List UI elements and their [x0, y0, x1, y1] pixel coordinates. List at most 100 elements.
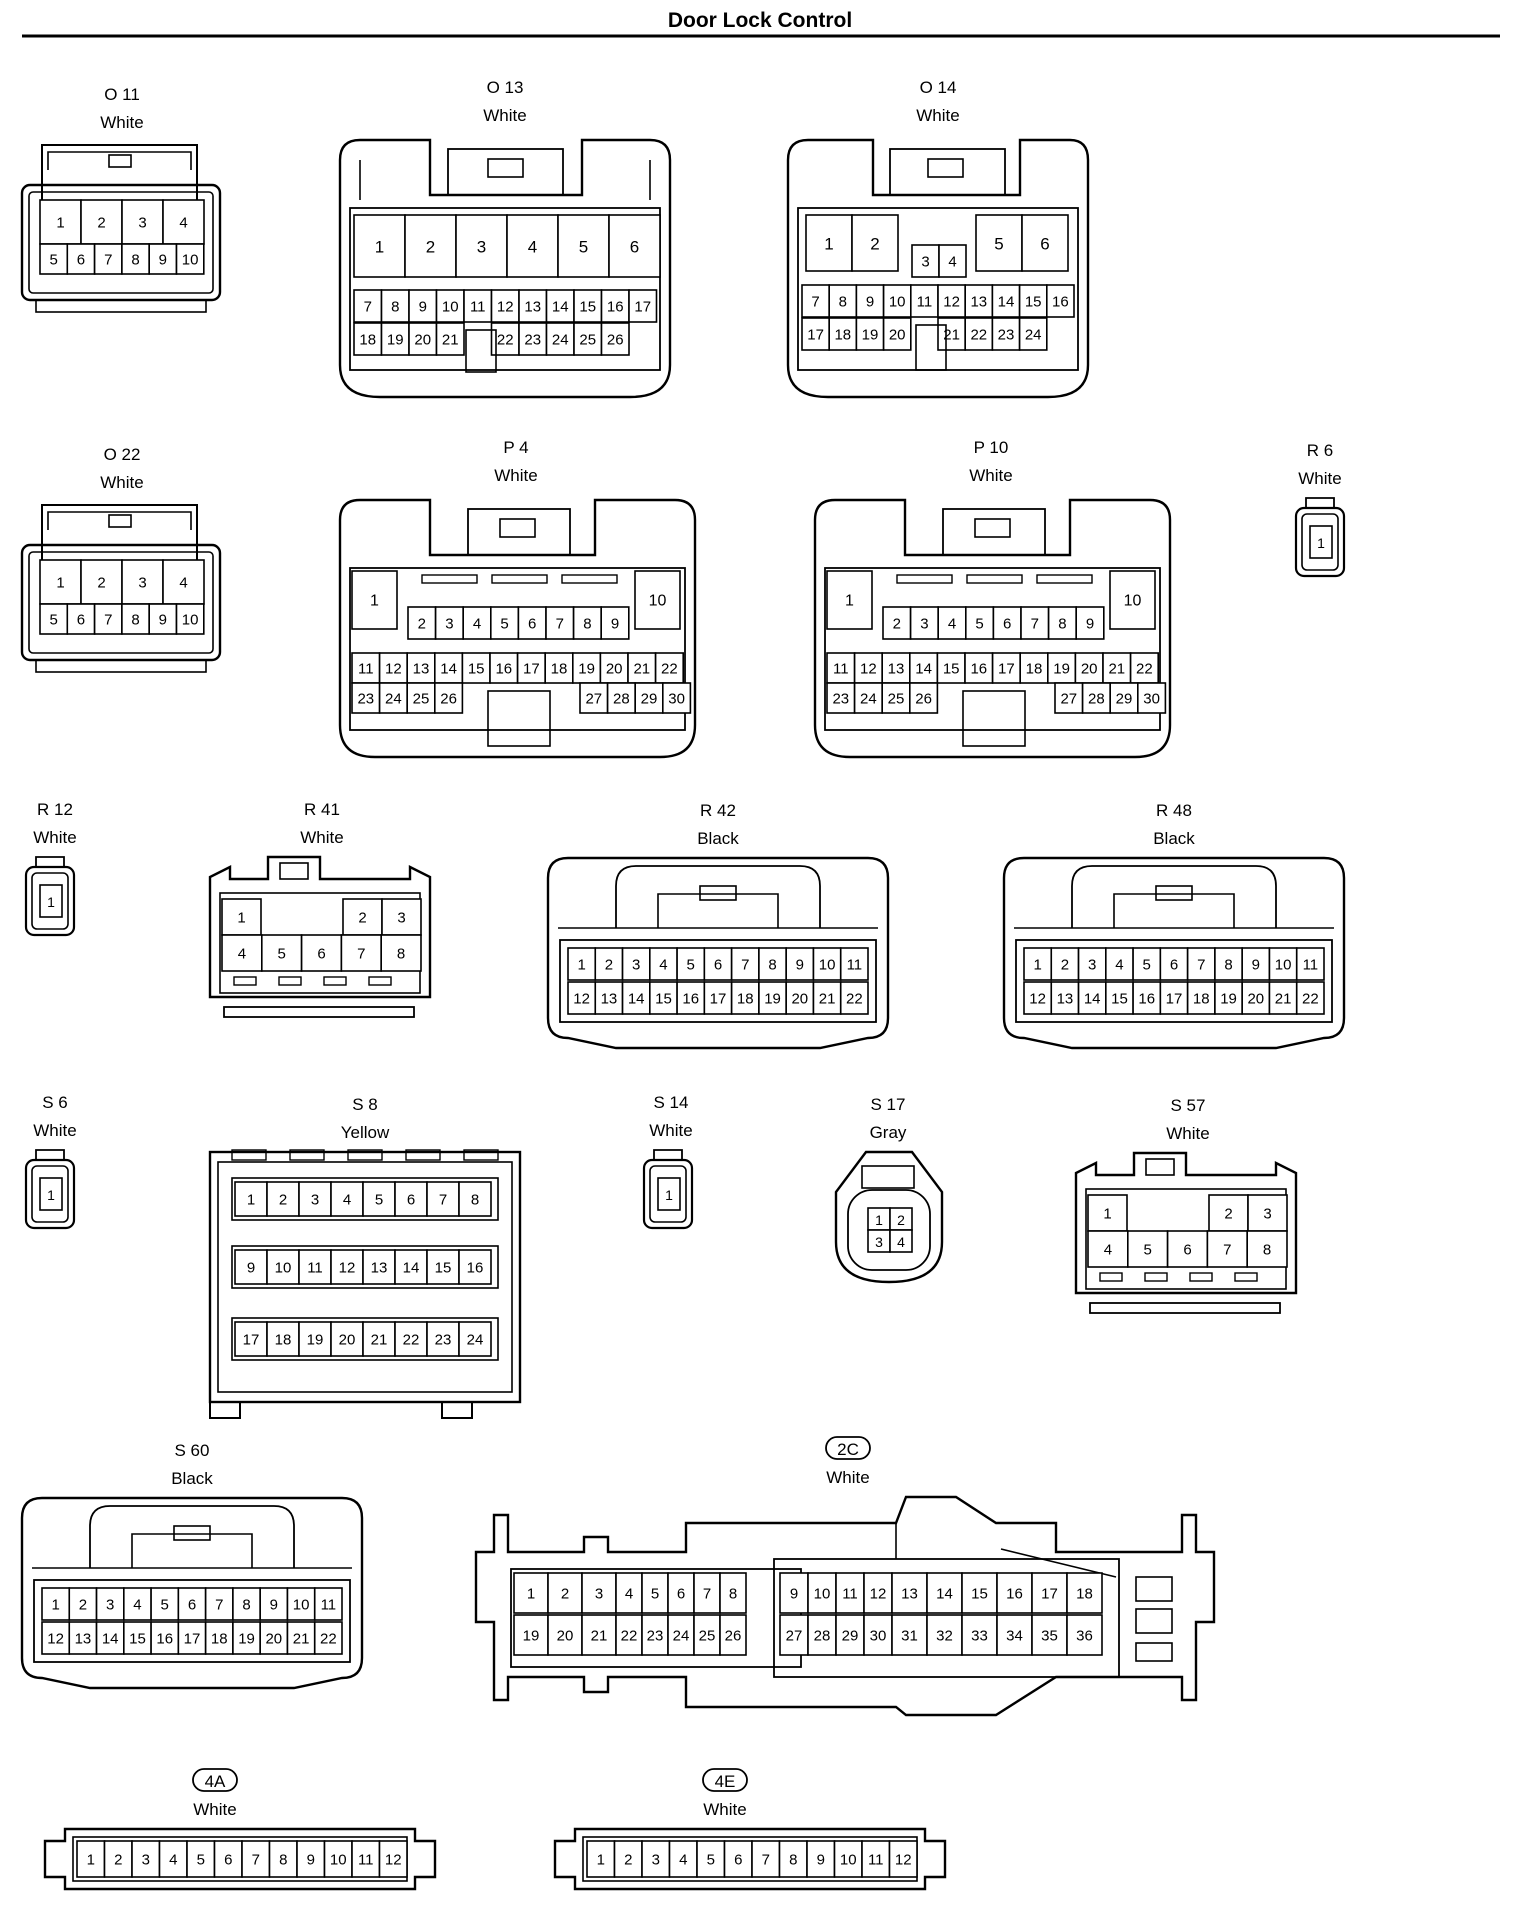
- pin-box: [1309, 525, 1333, 559]
- pin-box: [1109, 570, 1156, 630]
- pin-number: 6: [224, 1852, 232, 1869]
- connector-id: P 10: [974, 438, 1009, 457]
- pin-box: [1054, 682, 1084, 714]
- pin-number: 14: [1084, 991, 1101, 1008]
- pin-cell: 16: [1046, 284, 1075, 318]
- pin-number: 26: [725, 1628, 742, 1645]
- pin-cell: 12: [863, 1572, 893, 1614]
- pin-number: 18: [211, 1631, 228, 1648]
- pin-number: 19: [307, 1332, 324, 1349]
- pin-cell: 22: [1129, 652, 1159, 684]
- pin-box: [1081, 682, 1111, 714]
- shell-outline: [208, 855, 432, 999]
- pin-number: 33: [971, 1628, 988, 1645]
- pin-box: [641, 1572, 669, 1614]
- connector-color: White: [494, 466, 537, 485]
- shell-outline: [467, 508, 571, 556]
- pin-cell: 9: [785, 947, 815, 981]
- pin-box: [80, 559, 123, 605]
- shell-outline: [441, 1401, 473, 1419]
- shell-outline: [447, 148, 564, 196]
- pin-cell: 15: [961, 1572, 998, 1614]
- pin-number: 8: [839, 294, 847, 311]
- shell-outline: [31, 1165, 69, 1223]
- pin-box: [839, 981, 869, 1015]
- pin-box: [600, 289, 630, 323]
- pin-box: [657, 1177, 681, 1211]
- pin-box: [882, 606, 912, 640]
- pin-cell: 20: [408, 322, 438, 356]
- pin-cell: 12: [490, 289, 520, 323]
- connector-color: White: [100, 113, 143, 132]
- pin-cell: 8: [1214, 947, 1243, 981]
- pin-cell: 12: [567, 981, 597, 1015]
- connector-id: R 6: [1307, 441, 1333, 460]
- pin-number: 15: [971, 1586, 988, 1603]
- connector-id: S 60: [175, 1441, 210, 1460]
- pin-box: [889, 1229, 913, 1253]
- pin-number: 1: [1033, 957, 1041, 974]
- pin-number: 21: [371, 1332, 388, 1349]
- pin-number: 14: [915, 661, 932, 678]
- shell-outline: [824, 567, 1161, 731]
- pin-box: [148, 603, 178, 635]
- pin-number: 10: [330, 1852, 347, 1869]
- pin-cell: 9: [855, 284, 885, 318]
- pin-number: 2: [870, 235, 879, 254]
- pin-cell: 5: [150, 1587, 180, 1621]
- pin-cell: 4: [668, 1840, 698, 1878]
- pin-cell: 18: [1066, 1572, 1103, 1614]
- pin-box: [911, 244, 940, 278]
- pin-cell: 1: [586, 1840, 616, 1878]
- pin-box: [1137, 682, 1167, 714]
- pin-box: [353, 289, 383, 323]
- pin-number: 28: [613, 691, 630, 708]
- pin-cell: 10: [286, 1587, 316, 1621]
- pin-cell: 3: [434, 606, 465, 640]
- pin-number: 18: [551, 661, 568, 678]
- shell-outline: [173, 1525, 211, 1541]
- pin-number: 8: [1224, 957, 1232, 974]
- pin-box: [730, 947, 760, 981]
- pin-number: 20: [557, 1628, 574, 1645]
- connector-badge: [825, 1436, 871, 1460]
- pin-number: 8: [391, 299, 399, 316]
- pin-box: [627, 652, 657, 684]
- pin-box: [703, 981, 733, 1015]
- pin-cell: 7: [204, 1587, 234, 1621]
- pin-cell: 3: [381, 898, 422, 936]
- pin-number: 19: [238, 1631, 255, 1648]
- pin-cell: 2: [68, 1587, 98, 1621]
- pin-box: [1241, 981, 1271, 1015]
- pin-box: [232, 1621, 261, 1655]
- pin-box: [606, 682, 636, 714]
- connector-color: Yellow: [341, 1123, 390, 1142]
- pin-number: 29: [1116, 691, 1133, 708]
- shell-outline: [642, 1158, 694, 1230]
- shell-outline: [896, 574, 953, 584]
- pin-box: [828, 317, 858, 351]
- pin-box: [121, 559, 164, 605]
- pin-number: 6: [1003, 616, 1011, 633]
- connector-color: White: [703, 1800, 746, 1819]
- pin-box: [1075, 606, 1105, 640]
- pin-cell: 6: [66, 603, 96, 635]
- pin-number: 26: [915, 691, 932, 708]
- pin-number: 24: [385, 691, 402, 708]
- pin-number: 2: [1061, 957, 1069, 974]
- shell-outline: [35, 299, 207, 313]
- pin-box: [703, 947, 733, 981]
- pin-box: [378, 682, 409, 714]
- pin-cell: 5: [641, 1572, 669, 1614]
- pin-number: 22: [970, 327, 987, 344]
- pin-number: 34: [1006, 1628, 1023, 1645]
- pin-box: [594, 947, 624, 981]
- pin-number: 11: [833, 661, 849, 678]
- pin-number: 4: [473, 616, 481, 633]
- pin-number: 19: [764, 991, 781, 1008]
- pin-number: 12: [385, 1852, 402, 1869]
- pin-cell: 3: [121, 559, 164, 605]
- pin-number: 13: [1057, 991, 1074, 1008]
